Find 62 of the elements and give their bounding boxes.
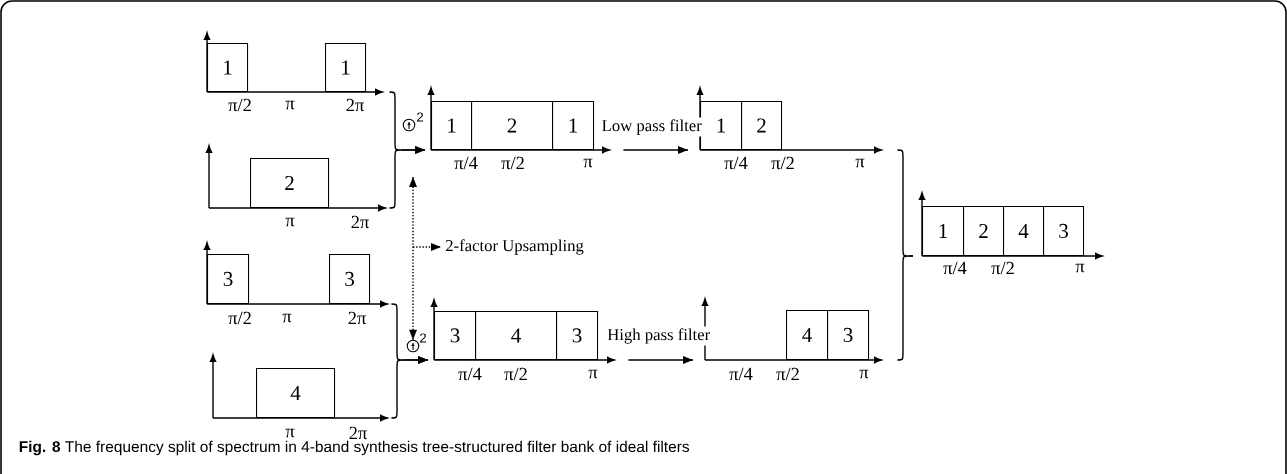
tick-label: π/4 (454, 156, 478, 170)
band-box: 3 (827, 309, 870, 360)
tick-label: π (285, 217, 295, 227)
tick-label: π/2 (504, 367, 527, 381)
spectrum-plot-drawing (205, 145, 386, 212)
edge-label: Low pass filter (599, 117, 704, 137)
tick-label: π (583, 158, 593, 168)
band-box: 1 (325, 42, 367, 92)
superscript-label: 2 (420, 333, 426, 343)
band-box: 3 (207, 253, 250, 304)
tick-label: π/4 (729, 367, 753, 381)
spectrum-plot-drawing (209, 354, 388, 422)
arrow (409, 176, 417, 341)
band-box: 1 (922, 205, 965, 256)
band-box: 3 (434, 310, 477, 360)
brace-connector (896, 149, 914, 361)
spectrum-plot-drawing (203, 32, 383, 96)
tick-label: π/4 (458, 367, 482, 381)
tick-label: π/2 (228, 311, 251, 325)
arrow (622, 146, 689, 154)
tick-label: π (855, 158, 865, 168)
tick-label: π (588, 369, 598, 379)
tick-label: π (1075, 263, 1085, 273)
band-box: 4 (256, 367, 336, 418)
upsampling-symbol (402, 118, 416, 132)
band-box: 2 (250, 157, 330, 208)
tick-label: π (282, 313, 292, 323)
band-box: 2 (471, 100, 554, 150)
band-box: 2 (963, 205, 1005, 256)
band-box: 3 (556, 310, 599, 360)
arrow (627, 356, 694, 364)
tick-label: 2π (346, 98, 364, 112)
tick-label: π/2 (228, 98, 251, 112)
band-box: 4 (786, 309, 829, 360)
band-box: 4 (1003, 205, 1045, 256)
tick-label: π/4 (943, 261, 967, 275)
tick-label: 2π (348, 311, 366, 325)
tick-label: π/2 (771, 156, 794, 170)
band-box: 2 (741, 100, 783, 150)
tick-label: π/2 (991, 261, 1014, 275)
band-box: 4 (475, 310, 558, 360)
edge-label: High pass filter (605, 326, 712, 346)
tick-label: π/2 (776, 367, 799, 381)
band-box: 3 (329, 253, 371, 304)
tick-label: π (285, 100, 295, 110)
spectrum-plot-drawing (918, 192, 1103, 260)
tick-label: 2π (351, 215, 369, 229)
band-box: 1 (552, 100, 595, 150)
annotation-text: 2-factor Upsampling (445, 239, 584, 255)
band-box: 3 (1043, 205, 1085, 256)
tick-label: π/2 (501, 156, 524, 170)
tick-label: 2π (349, 426, 367, 440)
spectrum-plot-drawing (203, 242, 388, 308)
band-box: 1 (207, 42, 249, 92)
arrow (412, 243, 442, 251)
tick-label: π/4 (724, 156, 748, 170)
superscript-label: 2 (417, 112, 423, 122)
band-box: 1 (431, 100, 473, 150)
figure-caption: Fig. 8 The frequency split of spectrum in 4-band synthesis tree-structured filter bank of ideal filters (19, 440, 690, 456)
tick-label: π (859, 369, 869, 379)
brace-arrow (390, 303, 429, 419)
upsampling-symbol (406, 339, 420, 353)
